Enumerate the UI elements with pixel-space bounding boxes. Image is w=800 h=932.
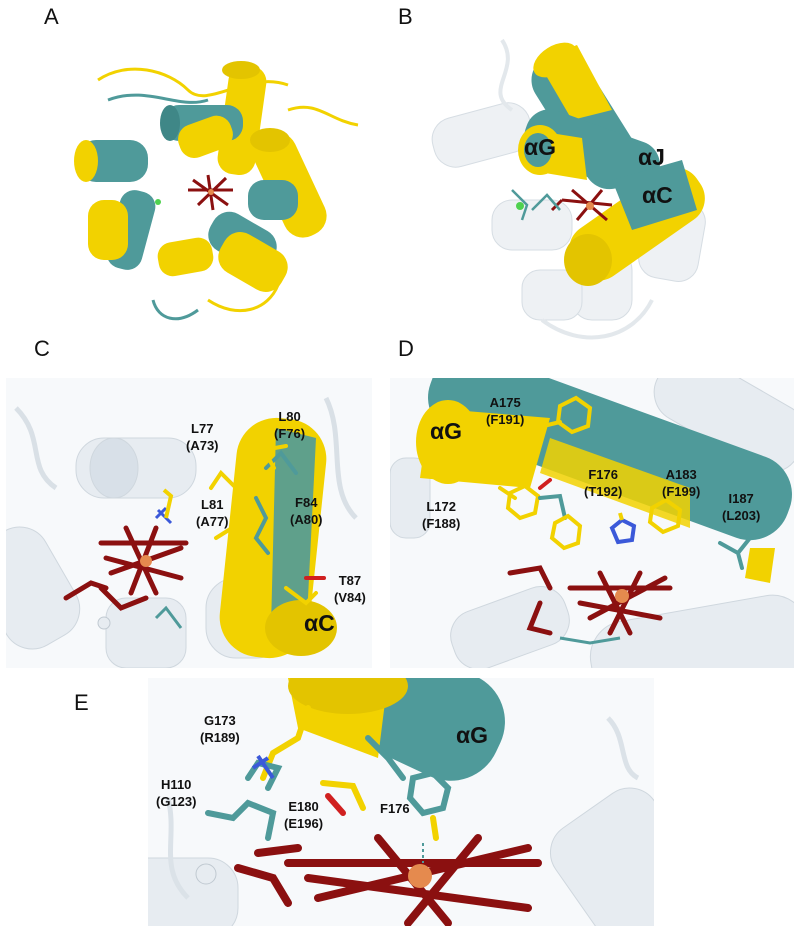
panel-b-label: B xyxy=(398,4,413,29)
panel-a-label: A xyxy=(44,4,59,29)
residue-label-d-2: F176 (T192) xyxy=(584,467,623,499)
panel-d-label: D xyxy=(398,336,414,361)
protein-helices-image xyxy=(431,38,706,340)
residue-label-e-4: F176 xyxy=(380,801,410,816)
helix-g-closeup-image xyxy=(390,378,794,668)
helix-label-aC: αC xyxy=(642,182,673,208)
panel-d-structure: A175 (F191) F176 (T192) A183 (F199) L172… xyxy=(390,378,794,668)
residue-label-e-3: E180 (E196) xyxy=(284,799,324,831)
residue-label-c-2: L80 (F76) xyxy=(274,409,306,441)
residue-label-e-1: G173 (R189) xyxy=(200,713,240,745)
panel-a-structure xyxy=(58,40,368,340)
helix-c-closeup-image xyxy=(6,396,358,668)
panel-c-structure: L77 (A73) L80 (F76) F84 (A80) L81 (A77) … xyxy=(6,378,372,668)
panel-c-label: C xyxy=(34,336,50,361)
protein-overlay-image xyxy=(74,61,359,321)
panel-e-structure: G173 (R189) H110 (G123) E180 (E196) F176… xyxy=(148,678,654,926)
residue-label-d-1: A175 (F191) xyxy=(486,395,525,427)
helix-label-aG-d: αG xyxy=(430,418,463,444)
residue-label-d-5: I187 (L203) xyxy=(722,491,761,523)
panel-b-structure: αG αJ αC xyxy=(412,20,732,350)
helix-label-aC-c: αC xyxy=(304,610,335,636)
panel-e-label: E xyxy=(74,690,89,715)
residue-label-d-4: L172 (F188) xyxy=(422,499,461,531)
helix-label-aJ: αJ xyxy=(638,144,665,170)
helix-label-aG: αG xyxy=(524,134,557,160)
residue-label-d-3: A183 (F199) xyxy=(662,467,701,499)
active-site-closeup-image xyxy=(148,678,654,926)
helix-label-aG-e: αG xyxy=(456,722,489,748)
residue-label-e-2: H110 (G123) xyxy=(156,777,197,809)
residue-label-c-4: L81 (A77) xyxy=(196,497,229,529)
residue-label-c-1: L77 (A73) xyxy=(186,421,219,453)
residue-label-c-3: F84 (A80) xyxy=(290,495,323,527)
residue-label-c-5: T87 (V84) xyxy=(334,573,366,605)
